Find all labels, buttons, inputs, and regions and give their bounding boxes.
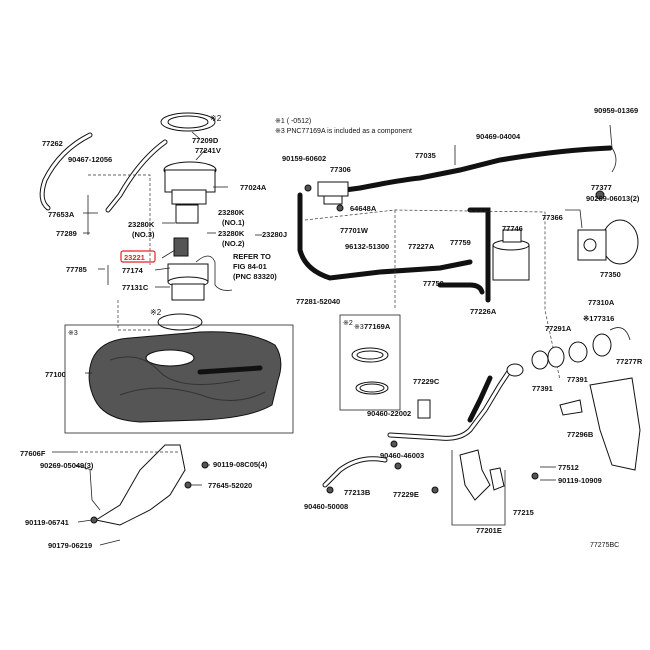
refer-pnc-text: (PNC 83320) xyxy=(233,272,277,281)
label-23280k-b: 23280K xyxy=(218,229,245,238)
highlight-box xyxy=(120,250,156,263)
label-90119-08c05: 90119-08C05(4) xyxy=(213,460,268,469)
label-77350: 77350 xyxy=(600,270,621,279)
label-77227a: 77227A xyxy=(408,242,435,251)
label-23280k-a: 23280K xyxy=(218,208,245,217)
label-77645-52020: 77645-52020 xyxy=(208,481,252,490)
label-77035: 77035 xyxy=(415,151,436,160)
label-77759-a: 77759 xyxy=(450,238,471,247)
label-77306: 77306 xyxy=(330,165,351,174)
label-77289: 77289 xyxy=(56,229,77,238)
filler-cap-parts xyxy=(531,327,631,370)
hose-77701w xyxy=(297,192,473,281)
pump-module xyxy=(163,161,217,301)
label-77316: ※177316 xyxy=(583,314,614,323)
label-77785: 77785 xyxy=(66,265,87,274)
label-90467-12056: 90467-12056 xyxy=(68,155,112,164)
label-77262: 77262 xyxy=(42,139,63,148)
label-77131c: 77131C xyxy=(122,283,149,292)
hose-77226a xyxy=(467,207,491,303)
gasket-mark-label: ※2 xyxy=(150,308,162,317)
label-77366: 77366 xyxy=(542,213,563,222)
label-90119-06741: 90119-06741 xyxy=(25,518,69,527)
label-77310a: 77310A xyxy=(588,298,615,307)
bracket-77296b xyxy=(559,399,583,416)
label-77241v: 77241V xyxy=(195,146,221,155)
box3-mark: ※3 xyxy=(68,330,78,337)
label-77281-52040: 77281-52040 xyxy=(296,297,340,306)
ring-mark-label: ※2 xyxy=(210,114,222,123)
label-77215: 77215 xyxy=(513,508,534,517)
label-77653a: 77653A xyxy=(48,210,75,219)
label-23280j: 23280J xyxy=(262,230,287,239)
label-77100: 77100 xyxy=(45,370,66,379)
pipe-77035 xyxy=(327,145,613,195)
label-90119-10909: 90119-10909 xyxy=(558,476,602,485)
label-no1: (NO.1) xyxy=(222,218,245,227)
label-90460-22002: 90460-22002 xyxy=(367,409,411,418)
sub-mark: ※3 xyxy=(354,324,364,331)
label-no3: (NO.3) xyxy=(132,230,155,239)
label-23280k-no3: 23280K xyxy=(128,220,155,229)
label-77391-b: 77391 xyxy=(567,375,588,384)
label-77391-a: 77391 xyxy=(532,384,553,393)
label-90269-05049: 90269-05049(3) xyxy=(40,461,94,470)
fuel-lid-77350 xyxy=(577,219,639,265)
label-77169a: 77169A xyxy=(364,322,391,331)
label-77701w: 77701W xyxy=(340,226,369,235)
label-77291a: 77291A xyxy=(545,324,572,333)
label-90460-46003: 90460-46003 xyxy=(380,451,424,460)
label-77277r: 77277R xyxy=(616,357,643,366)
refer-fig-text: FIG 84-01 xyxy=(233,262,267,271)
figure-code: 77275BC xyxy=(590,542,619,549)
label-77229e: 77229E xyxy=(393,490,419,499)
label-90179-06219: 90179-06219 xyxy=(48,541,92,550)
label-90269-06013: 90269-06013(2) xyxy=(586,194,640,203)
fuel-tank xyxy=(88,331,282,423)
label-77296b: 77296B xyxy=(567,430,594,439)
lock-ring-top xyxy=(160,112,216,132)
label-77512: 77512 xyxy=(558,463,579,472)
note-3: ※3 PNC77169A is included as a component xyxy=(275,128,412,135)
label-77201e: 77201E xyxy=(476,526,502,535)
label-77746: 77746 xyxy=(502,224,523,233)
guard-77277r xyxy=(589,377,641,471)
label-23221-highlight[interactable]: 23221 xyxy=(124,253,145,262)
valve-77306 xyxy=(317,181,349,205)
label-64648a: 64648A xyxy=(350,204,377,213)
label-77174: 77174 xyxy=(122,266,144,275)
ring-box xyxy=(339,314,401,411)
label-77024a: 77024A xyxy=(240,183,267,192)
label-90159-60602: 90159-60602 xyxy=(282,154,326,163)
gasket-ring xyxy=(157,313,203,331)
label-77209d: 77209D xyxy=(192,136,219,145)
label-77377: 77377 xyxy=(591,183,612,192)
label-90469-04004: 90469-04004 xyxy=(476,132,521,141)
tank-protector xyxy=(89,444,186,526)
brackets xyxy=(417,399,505,501)
label-77226a: 77226A xyxy=(470,307,497,316)
note-1: ※1 ( -0512) xyxy=(275,118,311,125)
label-90460-50008: 90460-50008 xyxy=(304,502,348,511)
filler-pipe-77201e xyxy=(387,367,513,441)
canister-77746 xyxy=(492,229,530,281)
box2-mark: ※2 xyxy=(343,320,353,327)
label-no2: (NO.2) xyxy=(222,239,245,248)
label-77759-b: 77759 xyxy=(423,279,444,288)
tank-box xyxy=(64,324,294,434)
label-77213b: 77213B xyxy=(344,488,371,497)
label-77606f: 77606F xyxy=(20,449,46,458)
label-90959-01369: 90959-01369 xyxy=(594,106,638,115)
refer-to-text: REFER TO xyxy=(233,252,271,261)
label-96132-51300: 96132-51300 xyxy=(345,242,389,251)
label-77229c: 77229C xyxy=(413,377,440,386)
